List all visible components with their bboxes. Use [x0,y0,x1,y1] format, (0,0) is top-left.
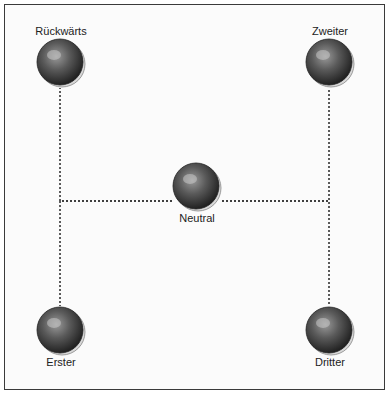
gear-position: Rückwärts [34,25,87,88]
gear-position: Erster [36,306,86,369]
ball-highlight [47,50,61,60]
ball-highlight [316,50,330,60]
gear-position: Zweiter [305,25,355,88]
gear-label: Neutral [178,212,215,225]
shift-gate-path [222,88,329,201]
shift-gate-path [222,201,329,306]
ball-body [37,307,83,353]
shift-gate-path [60,201,172,306]
shift-knob-ball [36,306,86,356]
gear-label: Dritter [314,356,346,369]
shift-knob-ball [36,38,86,88]
gear-position: Neutral [172,162,222,225]
gear-label: Erster [45,356,76,369]
gear-label: Zweiter [311,25,349,38]
shift-knob-ball [305,38,355,88]
gear-position: Dritter [305,306,355,369]
ball-body [306,307,352,353]
gear-label: Rückwärts [34,25,87,38]
shift-gate-path [60,88,172,201]
shift-knob-ball [172,162,222,212]
shift-knob-ball [305,306,355,356]
ball-highlight [316,318,330,328]
ball-body [173,163,219,209]
ball-body [37,39,83,85]
ball-highlight [47,318,61,328]
ball-highlight [183,174,197,184]
ball-body [306,39,352,85]
